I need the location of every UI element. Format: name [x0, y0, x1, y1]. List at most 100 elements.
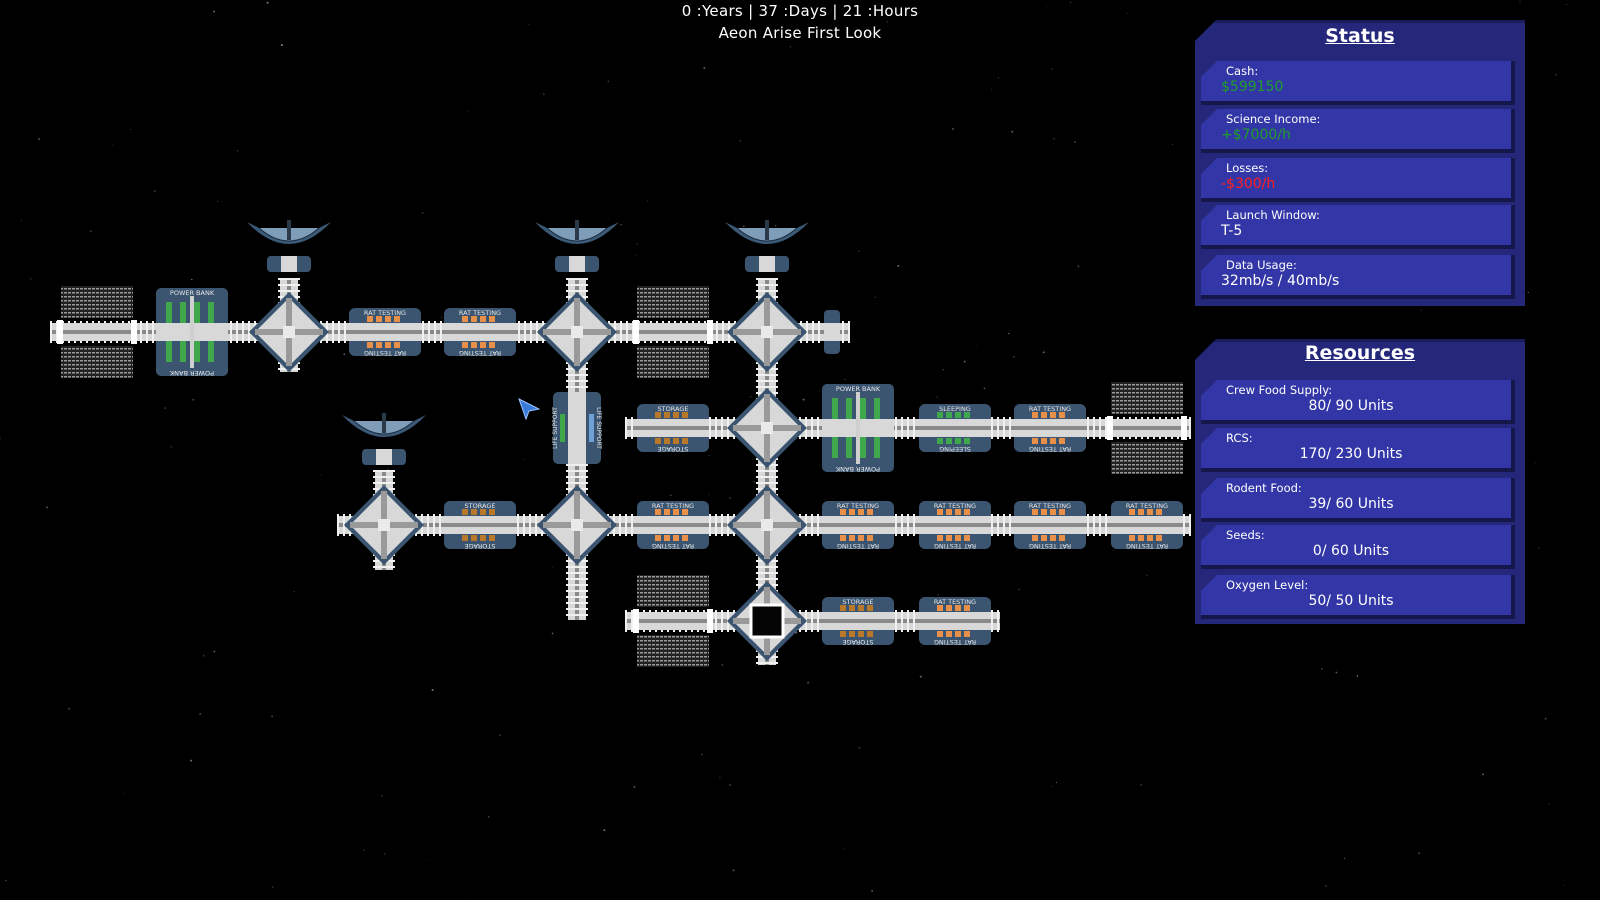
star [1126, 12, 1128, 14]
oxygen-level-value: 50/ 50 Units [1308, 593, 1394, 609]
module-label: STORAGE [843, 638, 874, 646]
star [470, 898, 472, 900]
star [190, 759, 193, 762]
star [703, 66, 706, 69]
cross-hub[interactable] [537, 292, 617, 372]
rodent-food-stat: Rodent Food: 39/ 60 Units [1201, 478, 1515, 522]
star [381, 794, 383, 797]
seeds-value: 0/ 60 Units [1312, 543, 1390, 559]
crew-food-value: 80/ 90 Units [1308, 398, 1394, 414]
solar-grate[interactable] [57, 286, 137, 378]
star [543, 93, 545, 96]
docking-endcap[interactable] [824, 310, 840, 354]
star [1140, 784, 1142, 786]
cross-hub[interactable] [727, 388, 807, 468]
star [1343, 857, 1346, 860]
module-label: RAT TESTING [934, 638, 976, 646]
cross-hub[interactable] [727, 292, 807, 372]
storage-module[interactable]: STORAGE STORAGE [444, 501, 516, 550]
rodent-food-label: Rodent Food: [1226, 481, 1302, 495]
star [297, 273, 299, 275]
antenna-dish[interactable] [247, 220, 331, 272]
star [607, 80, 610, 83]
rat-testing-module[interactable]: RAT TESTING RAT TESTING [919, 501, 991, 550]
star [701, 753, 703, 756]
star [1418, 852, 1420, 854]
rodent-food-value: 39/ 60 Units [1308, 496, 1394, 512]
star [29, 277, 32, 280]
cash-value: $599150 [1221, 79, 1284, 95]
cross-hub[interactable] [249, 292, 329, 372]
star [669, 494, 672, 497]
crew-food-stat: Crew Food Supply: 80/ 90 Units [1201, 380, 1515, 424]
star [237, 150, 239, 152]
module-label: RAT TESTING [1029, 405, 1071, 413]
solar-grate[interactable] [1107, 382, 1187, 474]
star [647, 200, 649, 202]
star [0, 437, 1, 440]
cross-hub[interactable] [727, 485, 807, 565]
star [897, 264, 900, 267]
star [1565, 4, 1567, 6]
star [421, 212, 424, 214]
solar-grate[interactable] [633, 286, 713, 378]
airlock-hub[interactable] [727, 581, 807, 661]
star [343, 353, 346, 356]
star [620, 224, 622, 226]
module-label: STORAGE [465, 502, 496, 510]
cross-hub[interactable] [344, 485, 424, 565]
seeds-label: Seeds: [1226, 528, 1265, 542]
oxygen-level-label: Oxygen Level: [1226, 578, 1309, 592]
star [1074, 141, 1076, 143]
star [997, 77, 1000, 79]
module-label: STORAGE [658, 405, 689, 413]
data-usage-label: Data Usage: [1226, 258, 1297, 272]
module-label: RAT TESTING [934, 542, 976, 550]
antenna-dish[interactable] [535, 220, 619, 272]
star [112, 144, 114, 146]
losses-value: -$300/h [1221, 176, 1276, 192]
module-label: RAT TESTING [934, 502, 976, 510]
star [5, 879, 7, 882]
star [1172, 143, 1173, 145]
star [635, 242, 638, 245]
star [721, 664, 723, 666]
module-label: RAT TESTING [1029, 502, 1071, 510]
module-label: RAT TESTING [459, 349, 501, 357]
star [199, 712, 202, 715]
cross-hub[interactable] [537, 485, 617, 565]
star [635, 255, 637, 256]
star [1321, 668, 1323, 670]
status-panel: Status Cash: $599150 Science Income: +$7… [1194, 20, 1525, 306]
module-label: STORAGE [465, 542, 496, 550]
losses-label: Losses: [1226, 161, 1269, 175]
solar-grate[interactable] [633, 575, 713, 667]
oxygen-level-stat: Oxygen Level: 50/ 50 Units [1201, 575, 1515, 619]
module-label: POWER BANK [836, 385, 881, 393]
star [216, 200, 219, 203]
mouse-cursor-icon [518, 398, 540, 420]
module-label: RAT TESTING [364, 349, 406, 357]
module-label: SLEEPING [939, 445, 971, 453]
star [68, 707, 71, 710]
star [871, 890, 873, 892]
antenna-dish[interactable] [725, 220, 809, 272]
antenna-dish[interactable] [342, 413, 426, 465]
star [936, 396, 938, 398]
star [1324, 885, 1327, 887]
